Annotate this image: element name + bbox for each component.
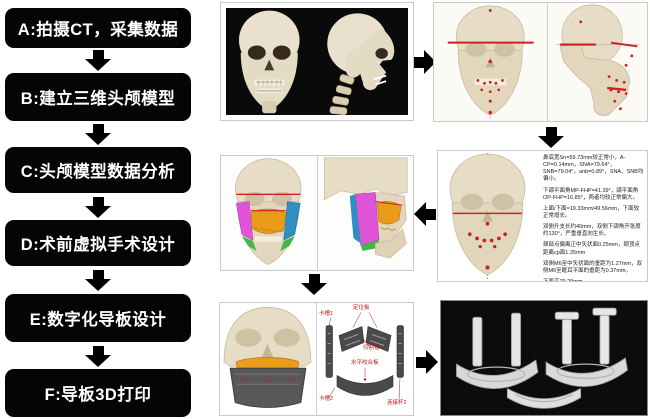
panel-virtual-surgery-design [220,155,414,271]
arrow-down-middle [301,274,327,295]
printed-guides-image [456,307,628,409]
panel-ct-3d-render [220,2,414,121]
landmark-front-view [434,3,547,121]
analysis-line: 上面/下面=19.33mm/49.56mm，下面较正常增长。 [543,205,640,219]
panel-printed-guides-photo [440,300,648,416]
skull-side-ct-image [327,13,395,115]
flow-arrow-2 [85,124,111,145]
flow-step-d: D:术前虚拟手术设计 [5,220,191,266]
guide-components-view: 卡槽1 定位板 切割槽 水平咬合板 卡槽2 连接杆2 [316,303,413,415]
flow-step-b-label: B:建立三维头颅模型 [20,90,176,108]
guide-label-occlusal-plate: 水平咬合板 [351,360,379,366]
analysis-text-block: 鼻底宽Sn=59.73mm较正常小，A-CP=0.14mm，SNA=79.64°… [538,151,647,281]
flow-step-a: A:拍摄CT，采集数据 [5,8,191,48]
arrow-right-bottom [416,350,438,374]
flow-step-e: E:数字化导板设计 [5,294,191,342]
flow-step-b: B:建立三维头颅模型 [5,73,191,121]
flow-arrow-5 [85,346,111,367]
analysis-line: 下颌平面角MP-FHP=41.39°，颌平面角OP-FHP=16.85°，两者均… [543,187,639,201]
arrow-left-middle [414,202,436,226]
landmark-side-view [547,3,647,121]
analysis-line: 下面高79.29mm [543,279,644,281]
guide-label-slot2: 卡槽2 [319,396,334,402]
guide-label-positioning-plate: 定位板 [353,305,370,311]
analysis-skull-image [438,151,538,281]
panel-data-analysis: 鼻底宽Sn=59.73mm较正常小，A-CP=0.14mm，SNA=79.64°… [437,150,648,282]
analysis-line: 颏部点偏离正中矢状面0.25mm，颏顶点距离cp面1.35mm [543,242,640,256]
design-front-view [221,156,317,270]
flow-step-f-label: F:导板3D打印 [44,386,152,404]
flow-arrow-1 [85,50,111,71]
analysis-line: 双侧M6至中矢状面的垂距为1.27mm，双侧M6至眶耳平面的垂距为0.37mm。 [543,260,643,274]
design-side-view [316,156,414,270]
flow-arrow-4 [85,270,111,291]
arrow-down-right [538,127,564,148]
ct-render-image [226,8,408,115]
analysis-line: 双侧升支长约40mm，双侧下颌角开张度约130°，严重垂直向生长。 [543,224,641,238]
flow-step-c: C:头颅模型数据分析 [5,147,191,193]
guide-label-slot1: 卡槽1 [319,311,334,317]
panel-3d-model-landmarks [433,2,648,122]
skull-front-ct-image [238,10,300,114]
flow-step-e-label: E:数字化导板设计 [29,311,167,329]
panel-guide-design: 卡槽1 定位板 切割槽 水平咬合板 卡槽2 连接杆2 [219,302,414,416]
guide-on-skull-view [220,303,316,415]
flow-step-f: F:导板3D打印 [5,369,191,417]
analysis-line: 鼻底宽Sn=59.73mm较正常小，A-CP=0.14mm，SNA=79.64°… [543,155,644,183]
flow-step-a-label: A:拍摄CT，采集数据 [17,21,179,39]
guide-label-connecting-rod: 连接杆2 [387,400,407,406]
flow-arrow-3 [85,197,111,218]
guide-label-cutting-slot: 切割槽 [363,345,380,351]
flow-step-d-label: D:术前虚拟手术设计 [20,236,176,254]
flow-step-c-label: C:头颅模型数据分析 [20,163,176,181]
